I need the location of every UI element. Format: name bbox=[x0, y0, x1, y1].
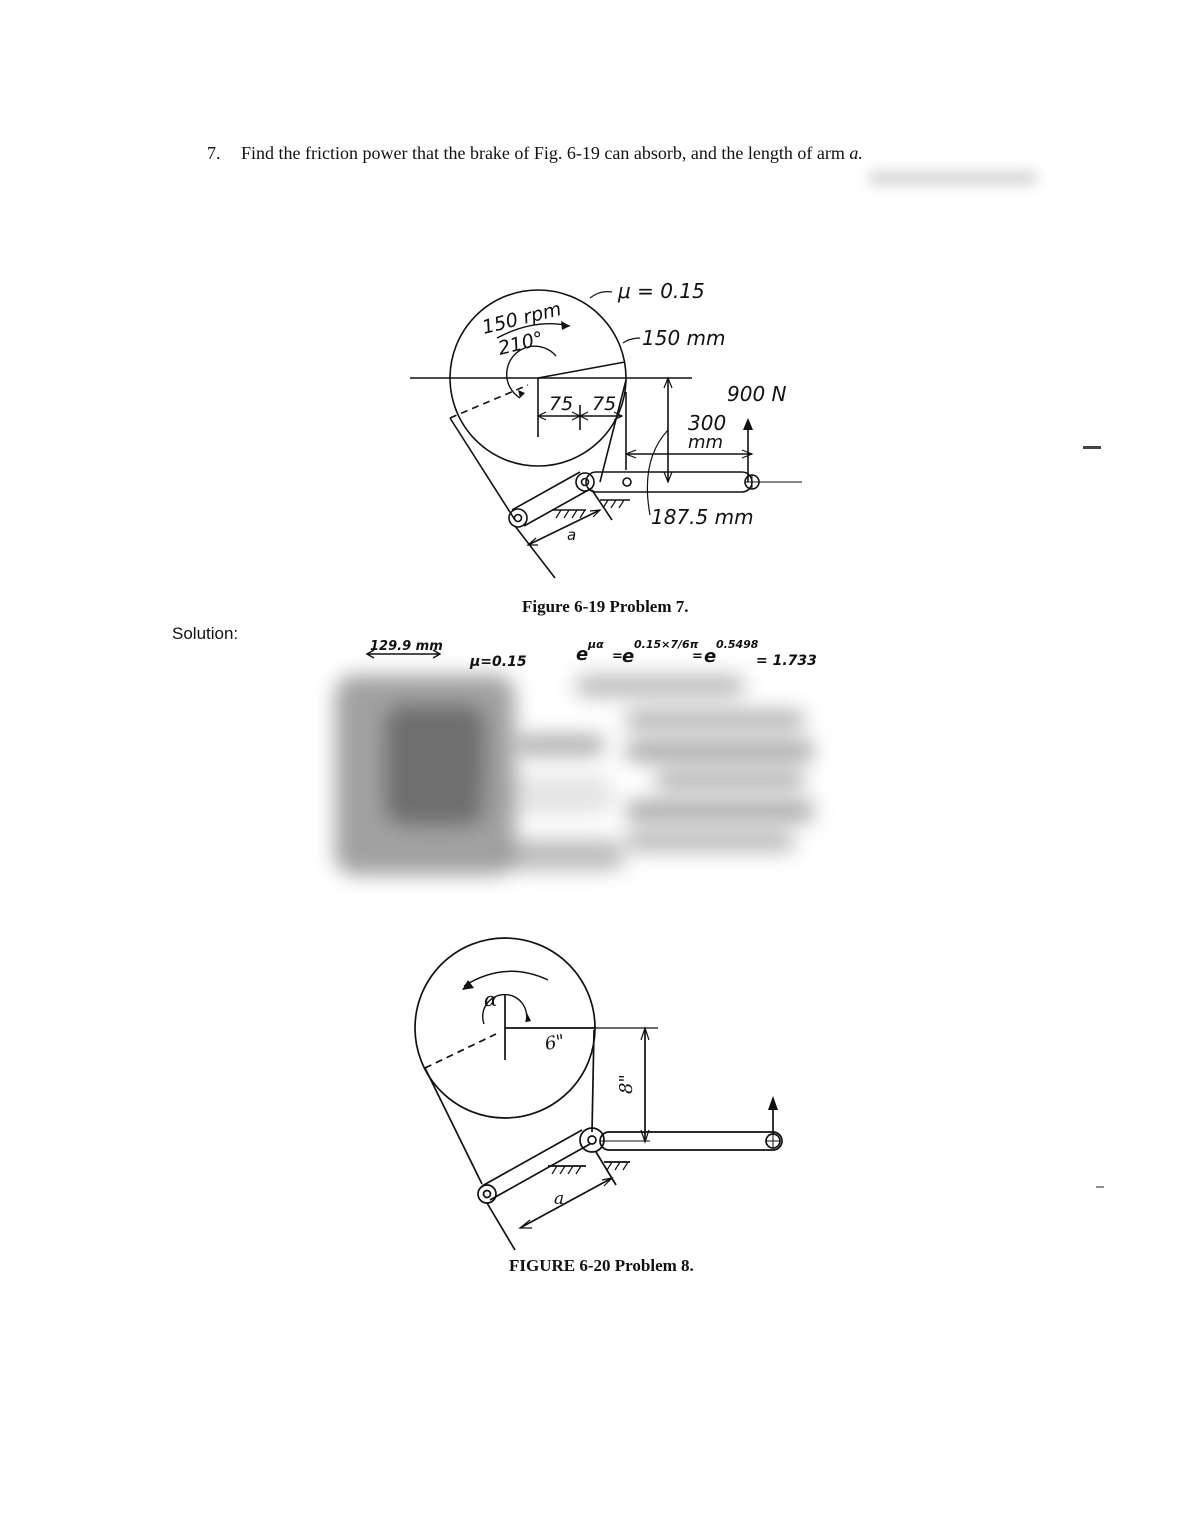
problem-number: 7. bbox=[207, 143, 221, 163]
sol-dim-label: 129.9 mm bbox=[370, 639, 443, 654]
sol-exp-mid: 0.15×7/6π bbox=[634, 638, 699, 651]
fig1-mu-label: μ = 0.15 bbox=[617, 279, 705, 303]
fig1-radius-label: 150 mm bbox=[642, 326, 726, 350]
fig1-arm-label: a bbox=[567, 526, 576, 544]
fig1-dim-300: 300 bbox=[688, 411, 726, 435]
fig2-arm-label: a bbox=[554, 1189, 564, 1209]
solution-label: Solution: bbox=[172, 624, 239, 643]
blurred-solution-work bbox=[325, 665, 825, 890]
arm-symbol: a. bbox=[849, 143, 863, 163]
blurred-answer bbox=[868, 170, 1038, 186]
sol-exp-val: 0.5498 bbox=[716, 638, 759, 651]
figure-6-20-caption: FIGURE 6-20 Problem 8. bbox=[509, 1256, 694, 1275]
problem-text: Find the friction power that the brake o… bbox=[241, 143, 845, 163]
fig1-force-label: 900 N bbox=[727, 382, 787, 406]
fig2-radius-label: 6" bbox=[543, 1031, 566, 1055]
sol-eq1: = bbox=[612, 649, 623, 664]
sol-eq2: = bbox=[692, 649, 703, 664]
sol-result: = 1.733 bbox=[756, 653, 817, 669]
fig1-dim-75a: 75 bbox=[549, 393, 573, 415]
fig1-dim-300-unit: mm bbox=[688, 432, 723, 453]
problem-statement: 7. Find the friction power that the brake… bbox=[207, 143, 1107, 164]
sol-exp-mu: μα bbox=[587, 638, 604, 651]
sol-exp-base2: e bbox=[622, 646, 634, 667]
fig2-alpha-label: α bbox=[484, 987, 498, 1011]
figure-6-19-caption: Figure 6-19 Problem 7. bbox=[522, 597, 689, 616]
sol-exp-base3: e bbox=[704, 646, 716, 667]
scan-mark bbox=[1083, 446, 1101, 449]
fig2-dim-8: 8" bbox=[616, 1074, 637, 1094]
sol-mu-label: μ=0.15 bbox=[469, 654, 527, 670]
fig1-dim-75b: 75 bbox=[592, 393, 616, 415]
scan-mark bbox=[1096, 1186, 1104, 1188]
sol-exp-base: e bbox=[576, 644, 588, 665]
fig1-dim-187: 187.5 mm bbox=[651, 505, 754, 529]
